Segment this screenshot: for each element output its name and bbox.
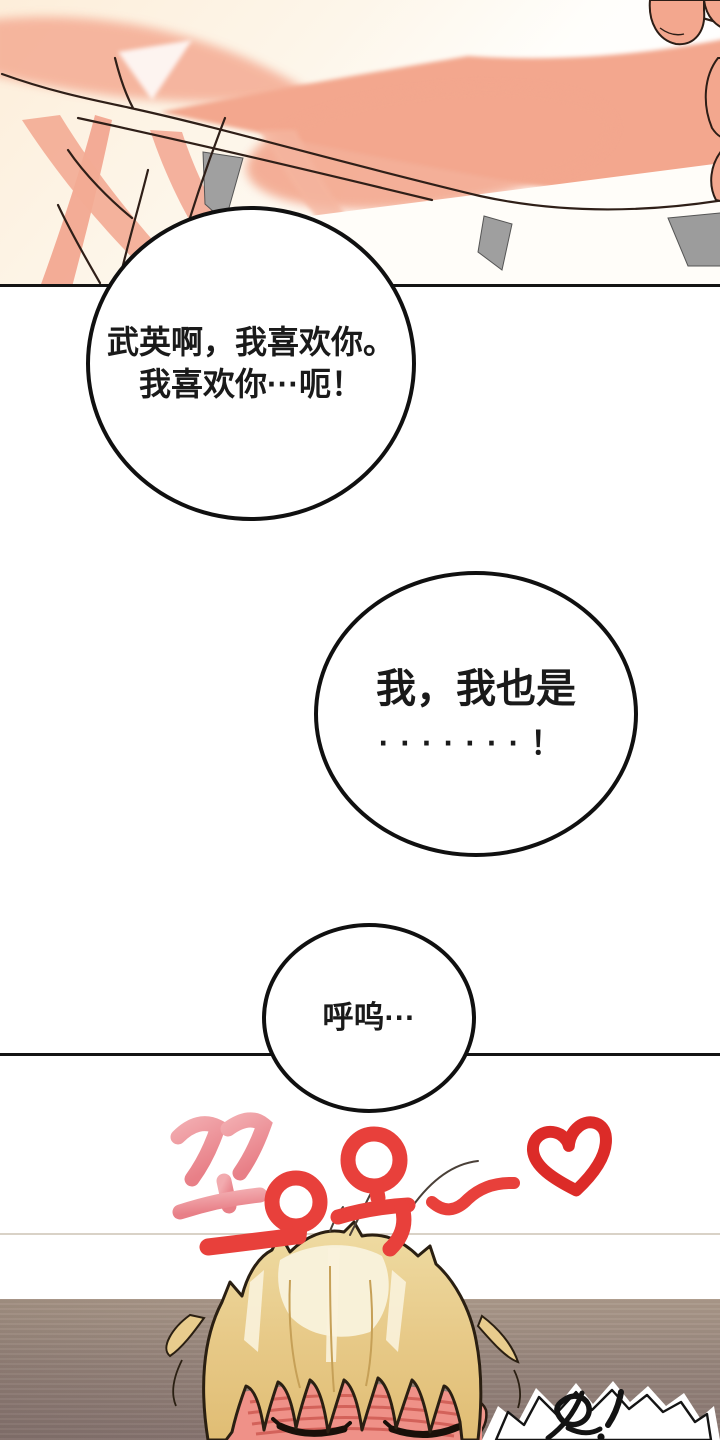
speech-bubble-reply: 我，我也是 ·······！ <box>314 571 638 857</box>
sfx-squeeze-lettering <box>170 1112 612 1257</box>
character-head-art <box>165 1220 521 1440</box>
gray-clothing-wedges <box>202 151 720 271</box>
speech-bubble-whimper: 呼呜··· <box>262 923 476 1113</box>
top-artwork-illustration <box>0 0 720 287</box>
speech-bubble-confession: 武英啊，我喜欢你。 我喜欢你···呃！ <box>86 206 416 521</box>
stray-hair-strands <box>165 1313 521 1409</box>
hair-strand-lines <box>288 1265 374 1393</box>
heart-icon <box>527 1116 612 1197</box>
bubble-text-line: 我喜欢你···呃！ <box>139 365 363 402</box>
fingers-top-right <box>648 0 720 202</box>
white-streak <box>118 40 192 100</box>
bubble-text-dots: ·······！ <box>378 725 574 762</box>
sfx-tilde <box>426 1176 520 1216</box>
sfx-syllable-ok <box>330 1126 416 1257</box>
bubble-text-line: 我，我也是 <box>376 667 576 712</box>
sfx-syllable-kko <box>170 1112 273 1220</box>
spiky-balloon <box>482 1381 720 1440</box>
shout-ink-text <box>545 1389 624 1440</box>
bubble-text-line: 呼呜··· <box>322 999 416 1035</box>
shout-bubble <box>482 1381 720 1440</box>
sfx-syllable-o <box>199 1170 328 1256</box>
bubble-text-line: 武英啊，我喜欢你。 <box>106 323 395 360</box>
